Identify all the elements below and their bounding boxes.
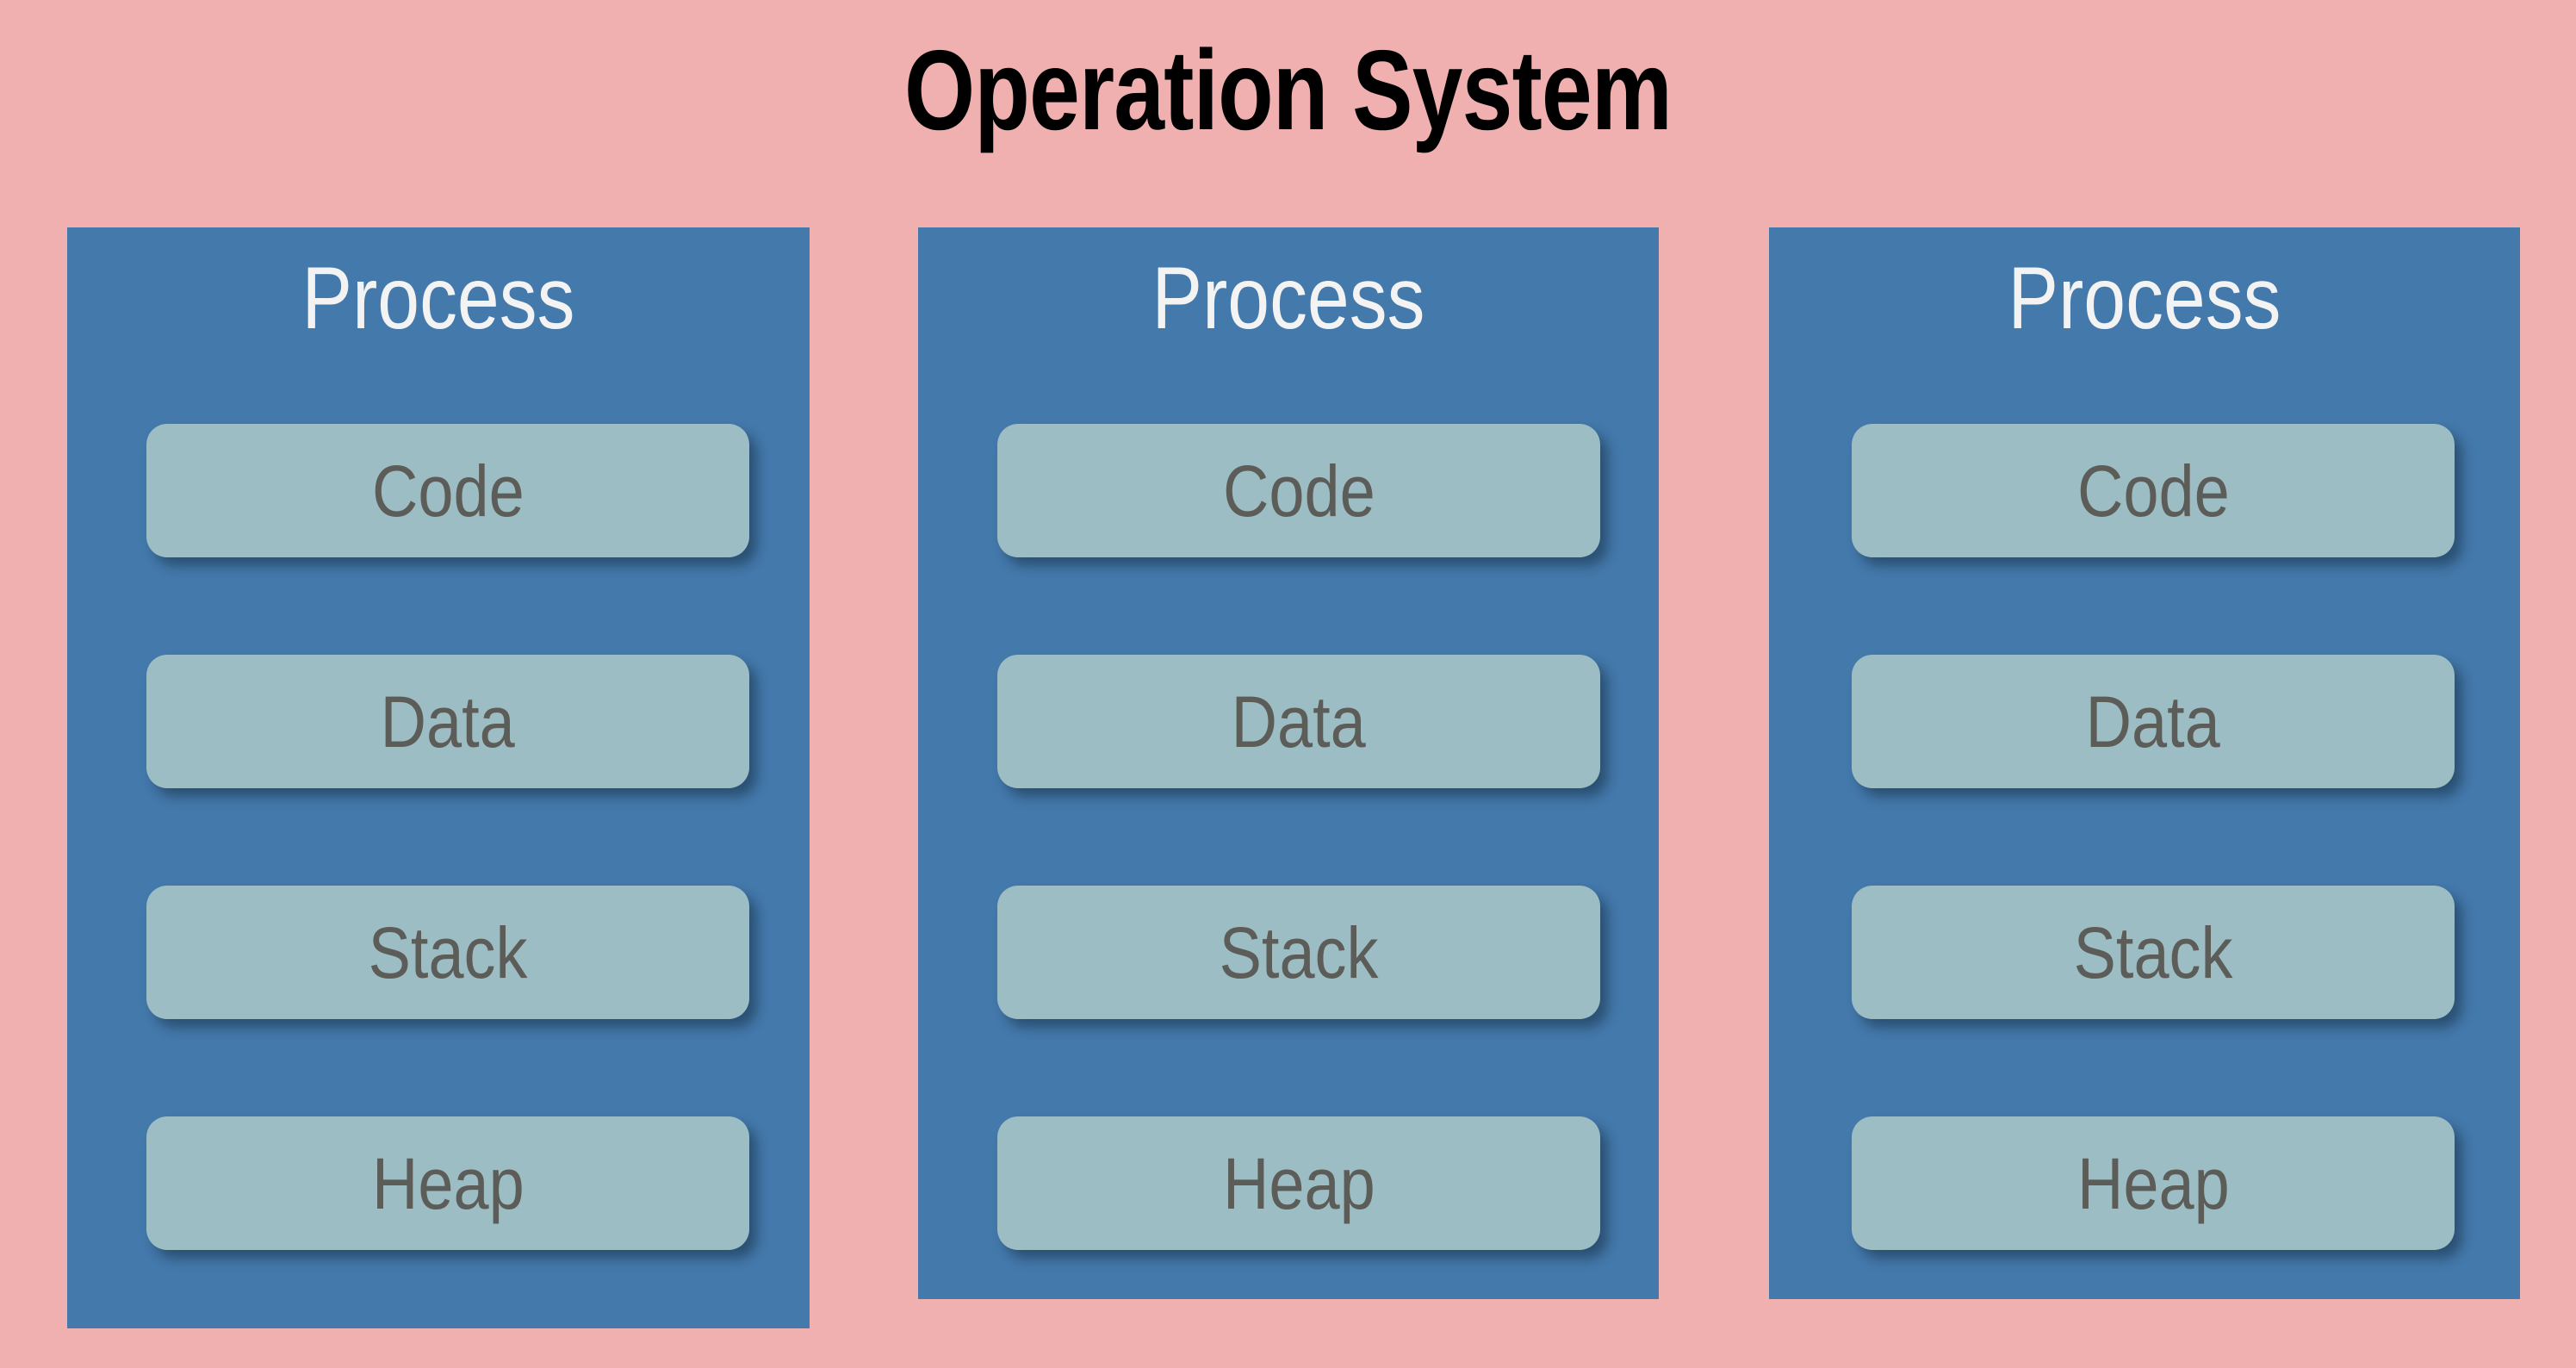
segment-stack-2: Stack [997,886,1600,1019]
segment-label: Code [2076,450,2230,532]
segment-label: Data [2085,681,2221,762]
segment-data-2: Data [997,655,1600,788]
segment-label: Heap [1222,1142,1375,1224]
segment-data-3: Data [1852,655,2455,788]
segment-label: Stack [1219,911,1379,993]
segment-label: Data [380,681,516,762]
segment-label: Code [371,450,525,532]
segment-code-2: Code [997,424,1600,557]
segment-heap-2: Heap [997,1116,1600,1250]
segment-list-3: Code Data Stack Heap [1769,424,2520,1250]
segment-code-3: Code [1852,424,2455,557]
segment-label: Stack [368,911,528,993]
segment-label: Heap [2076,1142,2230,1224]
page-title: Operation System [904,27,1673,153]
process-box-1: Process Code Data Stack Heap [67,227,810,1328]
process-box-3: Process Code Data Stack Heap [1769,227,2520,1299]
process-heading-1: Process [301,249,575,347]
process-box-2: Process Code Data Stack Heap [918,227,1659,1299]
segment-data-1: Data [146,655,749,788]
segment-list-1: Code Data Stack Heap [67,424,810,1250]
process-heading-3: Process [2008,249,2281,347]
segment-heap-3: Heap [1852,1116,2455,1250]
segment-stack-1: Stack [146,886,749,1019]
segment-code-1: Code [146,424,749,557]
segment-label: Code [1222,450,1375,532]
segment-heap-1: Heap [146,1116,749,1250]
segment-list-2: Code Data Stack Heap [918,424,1659,1250]
segment-label: Heap [371,1142,525,1224]
segment-label: Stack [2073,911,2233,993]
segment-label: Data [1231,681,1367,762]
process-heading-2: Process [1151,249,1425,347]
segment-stack-3: Stack [1852,886,2455,1019]
